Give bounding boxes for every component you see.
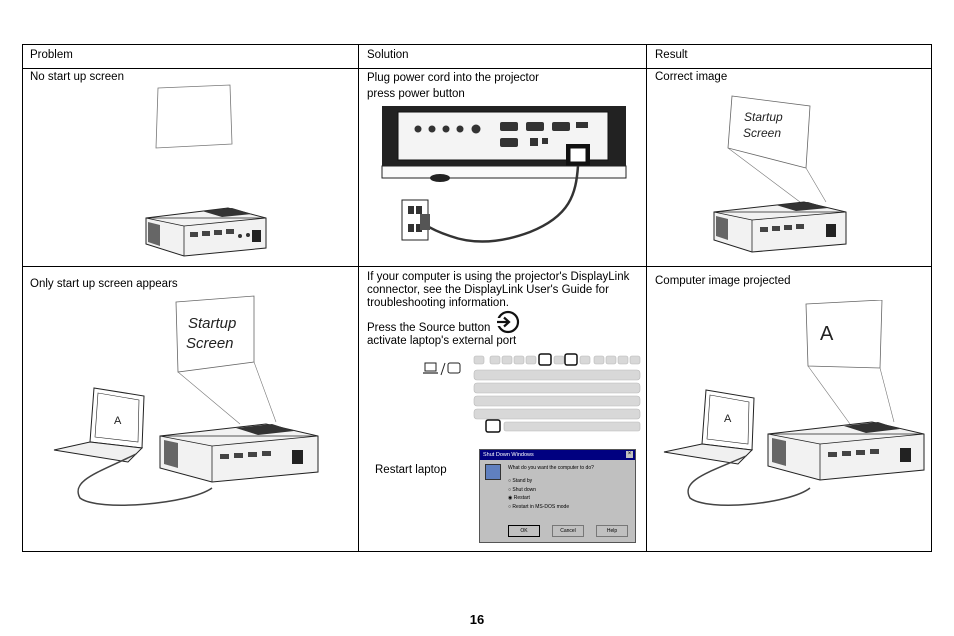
projector-icon <box>713 201 847 253</box>
option-restart-ms-dos[interactable]: ○ Restart in MS-DOS mode <box>508 503 570 510</box>
laptop-icon: A <box>53 387 145 463</box>
laptop-startup-projector-illustration: Startup Screen A <box>53 295 319 506</box>
row-divider <box>23 266 931 267</box>
option-restart[interactable]: ◉ Restart <box>508 495 530 501</box>
projector-icon <box>767 421 925 481</box>
startup-screen-word1: Startup <box>744 110 783 124</box>
row-divider <box>23 68 931 69</box>
option-shut-down[interactable]: ○ Shut down <box>508 486 537 493</box>
row2-source-line: Press the Source button <box>367 322 491 334</box>
laptop-screen-letter: A <box>114 415 122 427</box>
dialog-question: What do you want the computer to do? <box>508 465 594 471</box>
rear-panel-power-illustration <box>381 106 627 243</box>
source-button-icon <box>495 310 520 334</box>
startup-screen <box>175 295 255 373</box>
dialog-title: Shut Down Windows <box>483 452 534 458</box>
row2-problem: Only start up screen appears <box>30 278 178 290</box>
dialog-titlebar: Shut Down Windows × <box>480 450 635 460</box>
keyboard-icon <box>473 353 641 433</box>
row1-problem: No start up screen <box>30 71 124 83</box>
row1-solution-line1: Plug power cord into the projector <box>367 72 539 84</box>
projector-icon <box>145 207 267 257</box>
fn-key-bottom <box>485 419 501 433</box>
ok-button[interactable]: OK <box>508 525 540 537</box>
option-stand-by[interactable]: ○ Stand by <box>508 478 533 484</box>
startup-screen-word2: Screen <box>186 335 234 352</box>
row2-restart: Restart laptop <box>375 464 447 476</box>
cancel-button[interactable]: Cancel <box>552 525 584 537</box>
laptop-screen-letter: A <box>724 413 732 425</box>
projector-startup-screen-illustration: Startup Screen <box>713 95 847 253</box>
projector-blank-screen-illustration <box>145 84 267 257</box>
power-cord-icon <box>401 165 580 243</box>
close-icon[interactable]: × <box>626 451 633 458</box>
column-divider <box>646 45 647 551</box>
row2-port-line: activate laptop's external port <box>367 335 517 347</box>
computer-image-screen <box>805 300 883 369</box>
column-divider <box>358 45 359 551</box>
laptop-computer-image-projector-illustration: A A <box>663 300 925 506</box>
page-number: 16 <box>469 612 485 627</box>
projector-icon <box>159 423 319 483</box>
header-solution: Solution <box>367 49 409 61</box>
computer-icon <box>485 464 501 480</box>
blank-screen <box>155 84 233 149</box>
shutdown-dialog: Shut Down Windows × What do you want the… <box>479 449 636 543</box>
row2-result: Computer image projected <box>655 275 791 287</box>
help-button[interactable]: Help <box>596 525 628 537</box>
fn-key <box>538 353 552 366</box>
laptop-icon: A <box>663 389 755 465</box>
header-problem: Problem <box>30 49 73 61</box>
row2-solution-paragraph: If your computer is using the projector'… <box>367 271 630 309</box>
display-key <box>564 353 578 366</box>
projected-screen-letter: A <box>820 323 834 345</box>
dialog-options: ○ Stand by ○ Shut down ◉ Restart ○ Resta… <box>508 477 569 511</box>
startup-screen-word2: Screen <box>743 126 781 140</box>
startup-screen-word1: Startup <box>188 315 236 332</box>
troubleshooting-table: Problem Solution Result No start up scre… <box>22 44 932 552</box>
row1-solution-line2: press power button <box>367 88 465 100</box>
laptop-monitor-icon <box>423 362 461 376</box>
row1-result: Correct image <box>655 71 728 83</box>
header-result: Result <box>655 49 688 61</box>
